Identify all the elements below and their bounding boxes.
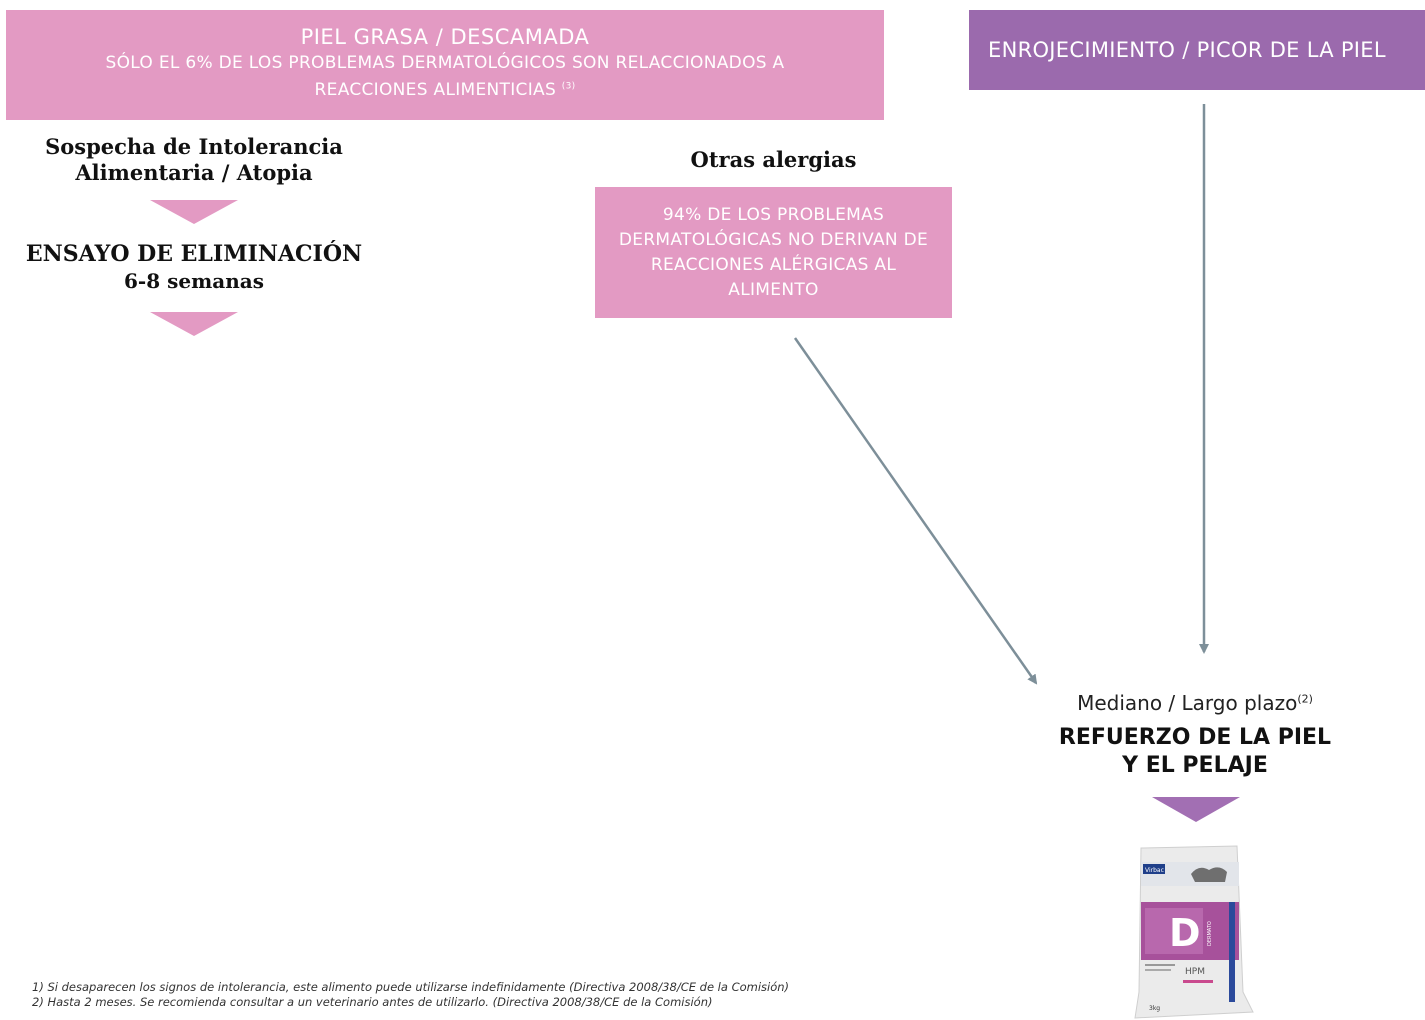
down-triangle-3 <box>1152 797 1240 822</box>
box-piel-grasa-subtitle-text: SÓLO EL 6% DE LOS PROBLEMAS DERMATOLÓGIC… <box>105 53 785 100</box>
label-ensayo-line1: ENSAYO DE ELIMINACIÓN <box>25 241 363 267</box>
box-94-percent: 94% DE LOS PROBLEMAS DERMATOLÓGICAS NO D… <box>595 187 952 318</box>
box-piel-grasa-title: PIEL GRASA / DESCAMADA <box>300 25 590 49</box>
product-side-text: DERMATO <box>1207 921 1213 946</box>
arrow-94-to-refuerzo <box>793 337 1038 685</box>
label-sospecha: Sospecha de Intolerancia Alimentaria / A… <box>10 134 378 186</box>
down-triangle-2 <box>150 312 238 336</box>
box-enrojecimiento: ENROJECIMIENTO / PICOR DE LA PIEL <box>969 10 1425 90</box>
label-ensayo: ENSAYO DE ELIMINACIÓN 6-8 semanas <box>10 241 378 295</box>
label-refuerzo: REFUERZO DE LA PIEL Y EL PELAJE <box>1010 724 1380 780</box>
label-refuerzo-line2: Y EL PELAJE <box>1122 753 1268 778</box>
product-brand: Virbac <box>1145 867 1164 874</box>
footnotes: 1) Si desaparecen los signos de intolera… <box>32 980 789 1010</box>
dog-icon <box>1191 867 1227 882</box>
label-otras-alergias: Otras alergias <box>690 147 857 172</box>
footnote-ref-3: (3) <box>561 81 576 92</box>
box-piel-grasa: PIEL GRASA / DESCAMADA SÓLO EL 6% DE LOS… <box>6 10 884 120</box>
label-mediano-plazo: Mediano / Largo plazo(2) <box>1010 690 1380 716</box>
product-letter: D <box>1169 911 1201 955</box>
footnote-2: 2) Hasta 2 meses. Se recomienda consulta… <box>32 995 713 1009</box>
box-piel-grasa-subtitle: SÓLO EL 6% DE LOS PROBLEMAS DERMATOLÓGIC… <box>6 50 884 104</box>
footnote-ref-2: (2) <box>1297 692 1313 706</box>
product-weight: 3kg <box>1149 1005 1160 1012</box>
label-ensayo-line2: 6-8 semanas <box>124 269 264 293</box>
label-mediano-text: Mediano / Largo plazo <box>1077 691 1298 715</box>
label-refuerzo-line1: REFUERZO DE LA PIEL <box>1058 725 1332 750</box>
label-sospecha-line1: Sospecha de Intolerancia <box>45 134 343 159</box>
label-sospecha-line2: Alimentaria / Atopia <box>75 160 313 185</box>
footnote-1: 1) Si desaparecen los signos de intolera… <box>32 980 790 994</box>
product-line: HPM <box>1185 967 1205 977</box>
product-bag-image: Virbac D DERMATO HPM 3kg <box>1134 845 1254 1019</box>
down-triangle-1 <box>150 200 238 224</box>
